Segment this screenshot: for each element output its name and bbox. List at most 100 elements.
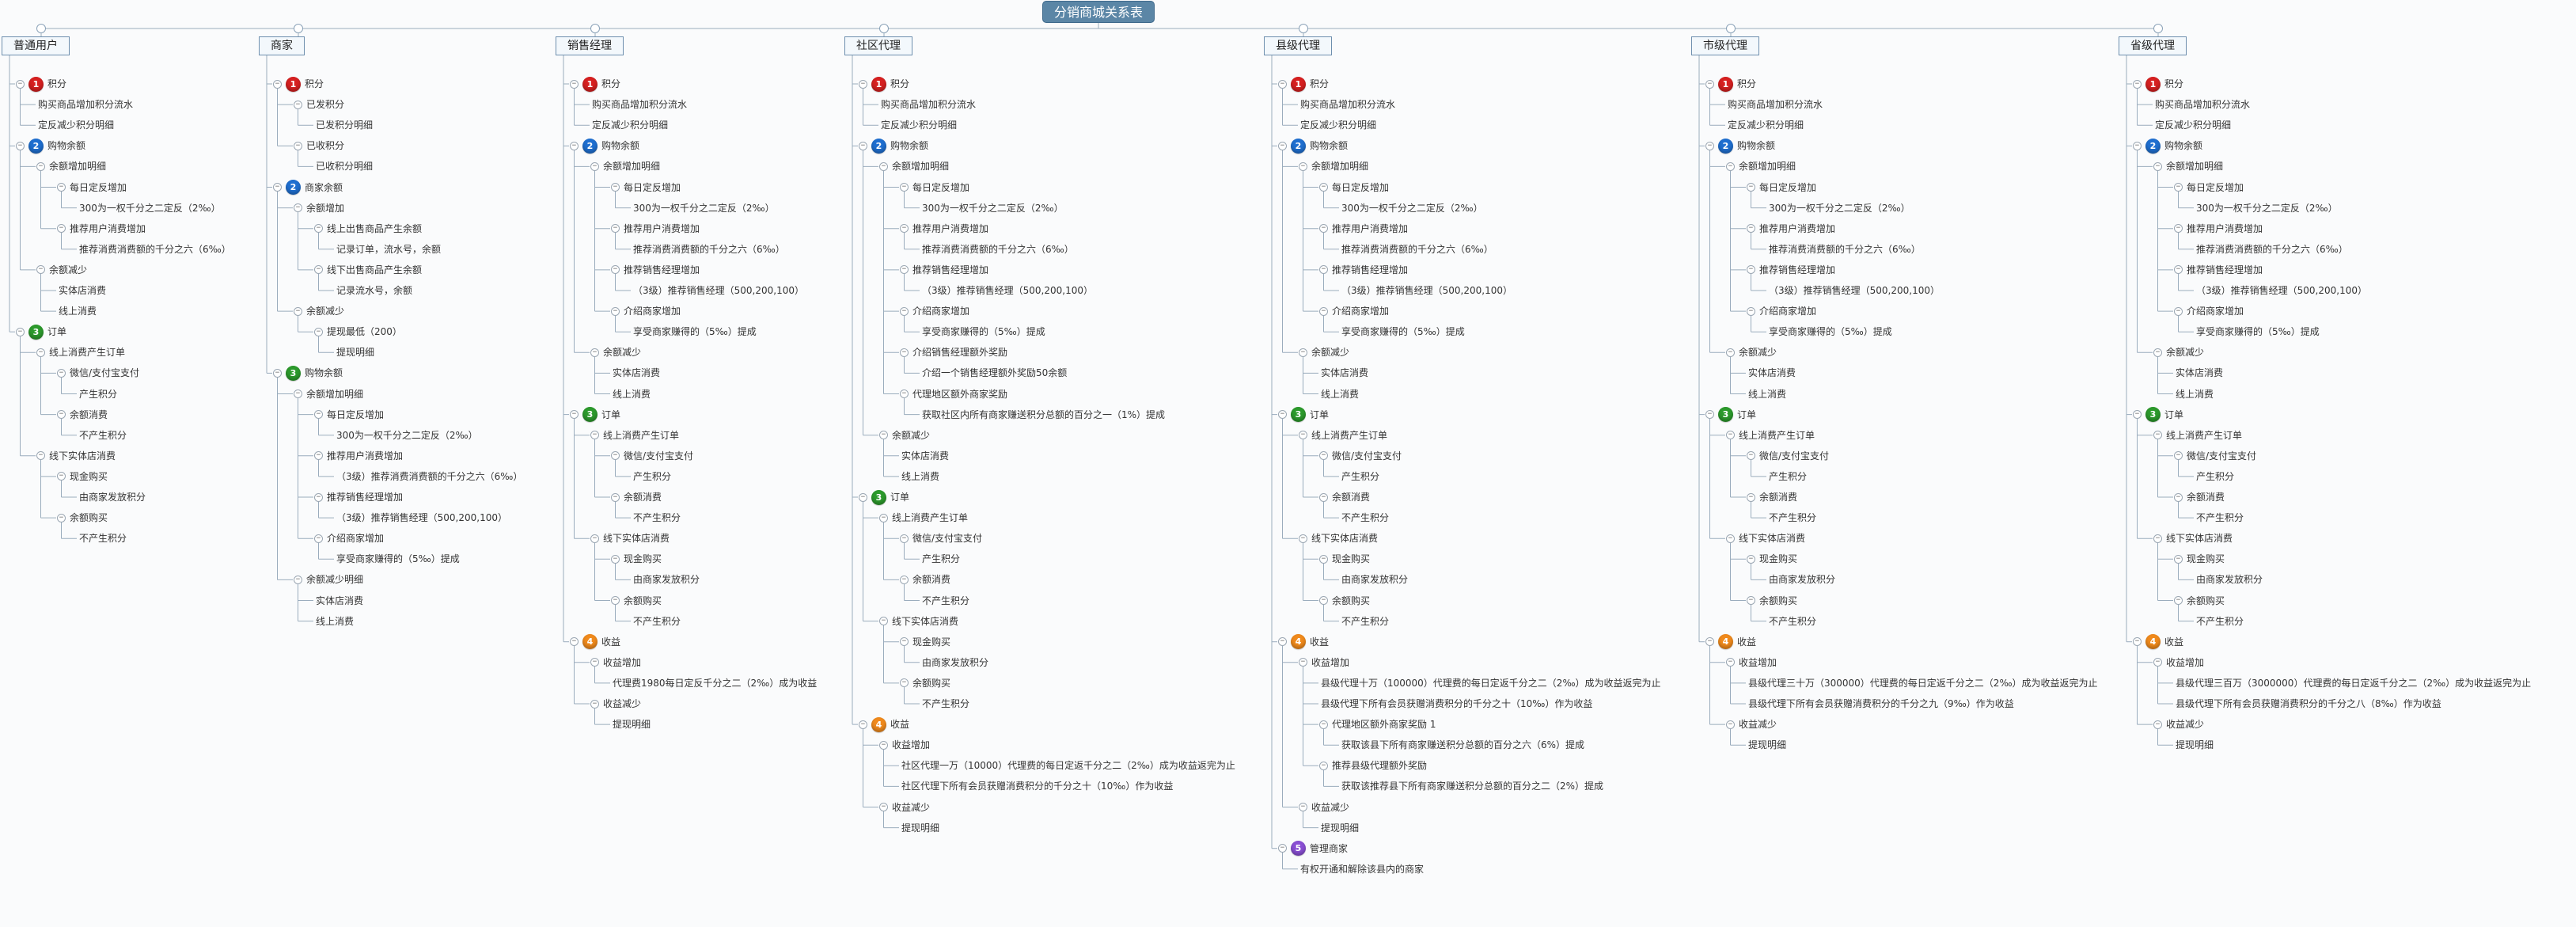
topic-node[interactable]: 推荐用户消费增加 <box>327 450 404 462</box>
collapse-toggle[interactable]: − <box>879 431 888 440</box>
topic-node[interactable]: 现金购买 <box>70 470 108 482</box>
topic-node[interactable]: 300为一权千分之二定反（2‰） <box>336 429 478 441</box>
topic-node[interactable]: 介绍商家增加 <box>327 533 385 545</box>
collapse-toggle[interactable]: − <box>1705 410 1714 420</box>
collapse-toggle[interactable]: − <box>2133 410 2142 420</box>
collapse-toggle[interactable]: − <box>2174 306 2183 316</box>
topic-node[interactable]: 300为一权千分之二定反（2‰） <box>633 202 775 214</box>
topic-node[interactable]: （3级）推荐销售经理（500,200,100） <box>633 285 804 296</box>
collapse-toggle[interactable]: − <box>611 306 620 316</box>
topic-node[interactable]: 余额购买 <box>70 512 108 524</box>
collapse-toggle[interactable]: − <box>294 306 302 316</box>
topic-node[interactable]: 余额减少 <box>1311 347 1350 359</box>
collapse-toggle[interactable]: − <box>1726 534 1735 543</box>
collapse-toggle[interactable]: − <box>1299 658 1307 667</box>
topic-node[interactable]: （3级）推荐销售经理（500,200,100） <box>336 512 507 524</box>
topic-node[interactable]: 300为一权千分之二定反（2‰） <box>922 202 1064 214</box>
topic-node[interactable]: 获取该推荐县下所有商家赚送积分总额的百分之二（2%）提成 <box>1341 781 1604 792</box>
topic-node[interactable]: 线下实体店消费 <box>603 533 670 545</box>
topic-node[interactable]: 介绍商家增加 <box>912 306 970 317</box>
topic-node[interactable]: 余额购买 <box>1759 595 1798 606</box>
topic-node[interactable]: 线上消费产生订单 <box>49 347 126 359</box>
topic-node[interactable]: 由商家发放积分 <box>1341 574 1409 586</box>
topic-node[interactable]: 介绍商家增加 <box>1759 306 1817 317</box>
topic-node[interactable]: 积分 <box>1737 78 1757 89</box>
collapse-toggle[interactable]: − <box>1319 596 1328 605</box>
topic-node[interactable]: 县级代理三十万（300000）代理费的每日定返千分之二（2‰）成为收益返完为止 <box>1748 677 2098 689</box>
topic-node[interactable]: 线下实体店消费 <box>1739 533 1806 545</box>
topic-node[interactable]: 订单 <box>890 492 910 503</box>
collapse-toggle[interactable]: − <box>900 306 909 316</box>
branch-collapse-node[interactable] <box>1726 24 1736 33</box>
collapse-toggle[interactable]: − <box>1747 451 1755 461</box>
topic-node[interactable]: 微信/支付宝支付 <box>912 533 983 545</box>
topic-node[interactable]: 收益 <box>1737 636 1757 648</box>
topic-node[interactable]: （3级）推荐销售经理（500,200,100） <box>2196 285 2367 296</box>
topic-node[interactable]: 推荐销售经理增加 <box>1759 264 1836 275</box>
collapse-toggle[interactable]: − <box>2174 224 2183 234</box>
collapse-toggle[interactable]: − <box>1747 596 1755 605</box>
collapse-toggle[interactable]: − <box>314 265 323 275</box>
collapse-toggle[interactable]: − <box>570 410 579 420</box>
topic-node[interactable]: 余额消费 <box>912 574 951 586</box>
topic-node[interactable]: 不产生积分 <box>79 429 127 441</box>
topic-node[interactable]: 代理地区额外商家奖励 1 <box>1332 719 1436 731</box>
topic-node[interactable]: 积分 <box>601 78 621 89</box>
collapse-toggle[interactable]: − <box>2174 183 2183 192</box>
branch-topic[interactable]: 普通用户 <box>2 36 70 55</box>
topic-node[interactable]: 已收积分 <box>306 140 345 152</box>
topic-node[interactable]: 定反减少积分明细 <box>38 120 115 131</box>
collapse-toggle[interactable]: − <box>611 554 620 564</box>
collapse-toggle[interactable]: − <box>879 617 888 626</box>
topic-node[interactable]: 已收积分明细 <box>316 161 374 173</box>
topic-node[interactable]: 线下实体店消费 <box>49 450 116 462</box>
collapse-toggle[interactable]: − <box>273 79 282 89</box>
topic-node[interactable]: 商家余额 <box>305 181 343 193</box>
topic-node[interactable]: 积分 <box>47 78 67 89</box>
topic-node[interactable]: 记录订单，流水号，余额 <box>336 243 442 255</box>
topic-node[interactable]: （3级）推荐销售经理（500,200,100） <box>1341 285 1512 296</box>
topic-node[interactable]: 积分 <box>305 78 324 89</box>
collapse-toggle[interactable]: − <box>294 100 302 109</box>
topic-node[interactable]: 定反减少积分明细 <box>1300 120 1377 131</box>
collapse-toggle[interactable]: − <box>1319 554 1328 564</box>
topic-node[interactable]: 提现明细 <box>336 347 375 359</box>
topic-node[interactable]: 实体店消费 <box>316 595 364 606</box>
topic-node[interactable]: 推荐用户消费增加 <box>624 222 700 234</box>
topic-node[interactable]: 推荐用户消费增加 <box>70 222 146 234</box>
collapse-toggle[interactable]: − <box>570 637 579 647</box>
collapse-toggle[interactable]: − <box>2174 554 2183 564</box>
collapse-toggle[interactable]: − <box>1726 431 1735 440</box>
topic-node[interactable]: 产生积分 <box>1769 470 1808 482</box>
topic-node[interactable]: 线下出售商品产生余额 <box>327 264 423 275</box>
collapse-toggle[interactable]: − <box>2153 348 2162 357</box>
collapse-toggle[interactable]: − <box>879 513 888 522</box>
topic-node[interactable]: 订单 <box>1737 408 1757 420</box>
topic-node[interactable]: 每日定反增加 <box>2187 181 2244 193</box>
topic-node[interactable]: 推荐销售经理增加 <box>327 492 404 503</box>
topic-node[interactable]: 积分 <box>1310 78 1330 89</box>
collapse-toggle[interactable]: − <box>57 472 66 481</box>
collapse-toggle[interactable]: − <box>900 224 909 234</box>
topic-node[interactable]: 收益增加 <box>1739 656 1777 668</box>
collapse-toggle[interactable]: − <box>1747 224 1755 234</box>
topic-node[interactable]: 余额增加明细 <box>306 388 364 400</box>
topic-node[interactable]: 收益 <box>2164 636 2184 648</box>
topic-node[interactable]: 享受商家赚得的（5‰）提成 <box>922 326 1045 338</box>
topic-node[interactable]: 享受商家赚得的（5‰）提成 <box>2196 326 2320 338</box>
topic-node[interactable]: 300为一权千分之二定反（2‰） <box>1341 202 1483 214</box>
topic-node[interactable]: 定反减少积分明细 <box>592 120 669 131</box>
collapse-toggle[interactable]: − <box>611 492 620 502</box>
collapse-toggle[interactable]: − <box>1726 161 1735 171</box>
branch-collapse-node[interactable] <box>879 24 889 33</box>
collapse-toggle[interactable]: − <box>294 203 302 213</box>
collapse-toggle[interactable]: − <box>900 348 909 357</box>
topic-node[interactable]: 余额增加明细 <box>892 161 950 173</box>
topic-node[interactable]: 购买商品增加积分流水 <box>1728 99 1823 111</box>
collapse-toggle[interactable]: − <box>36 265 45 275</box>
topic-node[interactable]: 购物余额 <box>1310 140 1349 152</box>
collapse-toggle[interactable]: − <box>16 141 25 150</box>
topic-node[interactable]: 购物余额 <box>2164 140 2203 152</box>
topic-node[interactable]: 订单 <box>1310 408 1330 420</box>
topic-node[interactable]: 定反减少积分明细 <box>2155 120 2232 131</box>
